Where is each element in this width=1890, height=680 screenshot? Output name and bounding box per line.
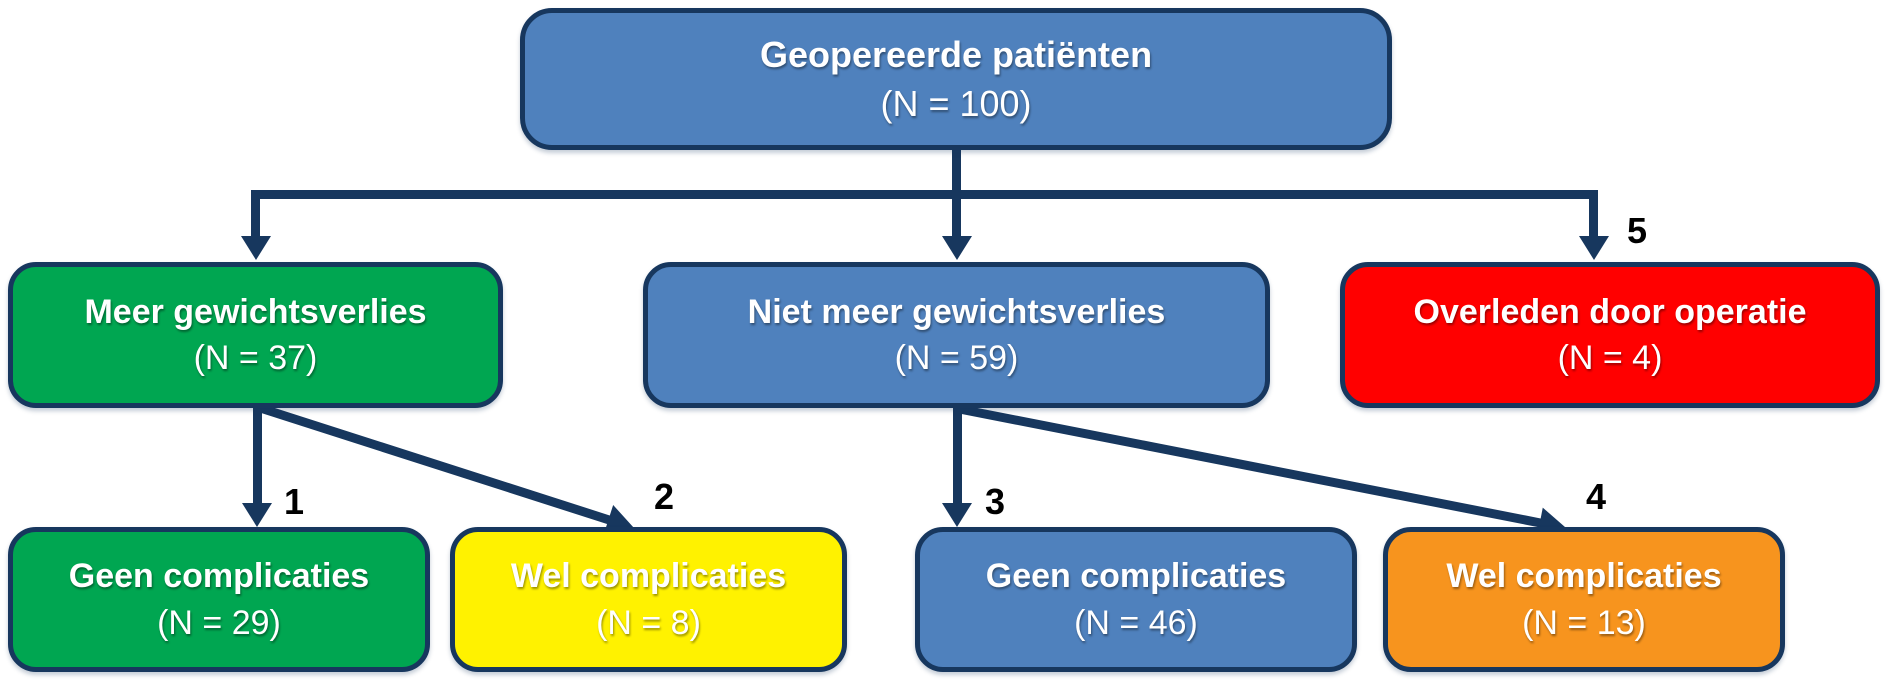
node-title: Overleden door operatie [1413, 292, 1807, 331]
edge-label-3: 3 [985, 481, 1006, 522]
edge-label-1: 1 [284, 481, 305, 522]
edge-label-2: 2 [654, 476, 675, 517]
node-geen-complicaties-46: Geen complicaties (N = 46) [915, 527, 1357, 672]
diagonal-shaft [956, 403, 1543, 528]
node-title: Meer gewichtsverlies [84, 292, 427, 331]
arrowhead-to-overleden [1578, 236, 1609, 260]
node-geopereerde-patienten: Geopereerde patiënten (N = 100) [520, 8, 1392, 150]
node-title: Wel complicaties [510, 557, 787, 596]
arrowhead-to-geen-comp-meer [242, 503, 272, 527]
node-overleden-door-operatie: Overleden door operatie (N = 4) [1340, 262, 1880, 408]
connector-meer-diagonal [260, 403, 638, 542]
node-count: (N = 46) [1074, 603, 1198, 642]
edge-label-5: 5 [1627, 210, 1648, 251]
connector-arm-left [251, 190, 260, 238]
node-meer-gewichtsverlies: Meer gewichtsverlies (N = 37) [8, 262, 503, 408]
node-title: Geen complicaties [68, 557, 370, 596]
connector-arm-right [1589, 190, 1598, 238]
connector-meer-down [252, 406, 262, 504]
node-wel-complicaties-8: Wel complicaties (N = 8) [450, 527, 847, 672]
node-count: (N = 8) [596, 603, 701, 642]
node-niet-meer-gewichtsverlies: Niet meer gewichtsverlies (N = 59) [643, 262, 1270, 408]
connector-distribution-bar [251, 190, 1598, 199]
node-geen-complicaties-29: Geen complicaties (N = 29) [8, 527, 430, 672]
node-title: Wel complicaties [1446, 557, 1722, 596]
edge-label-4: 4 [1586, 476, 1607, 517]
node-count: (N = 100) [880, 83, 1032, 125]
node-count: (N = 13) [1522, 603, 1646, 642]
node-title: Geopereerde patiënten [759, 34, 1153, 76]
connector-niet-meer-diagonal [956, 403, 1569, 543]
diagonal-shaft [260, 403, 612, 525]
node-wel-complicaties-13: Wel complicaties (N = 13) [1383, 527, 1785, 672]
connector-niet-meer-down [952, 406, 962, 504]
node-count: (N = 37) [193, 339, 318, 378]
node-title: Geen complicaties [985, 557, 1287, 596]
arrowhead-to-niet-meer [941, 236, 972, 260]
node-title: Niet meer gewichtsverlies [747, 292, 1166, 331]
node-count: (N = 59) [894, 339, 1019, 378]
arrowhead-to-geen-comp-niet [942, 503, 972, 527]
arrowhead-to-meer [240, 236, 271, 260]
node-count: (N = 29) [157, 603, 281, 642]
node-count: (N = 4) [1557, 339, 1663, 378]
